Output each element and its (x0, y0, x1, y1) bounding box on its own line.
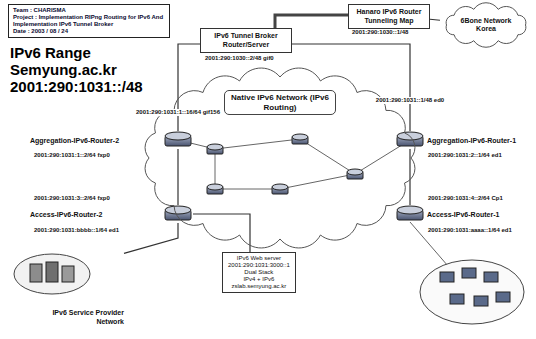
router-top (292, 134, 308, 140)
router-top (397, 206, 423, 214)
small-router (207, 184, 223, 194)
server-icon (30, 264, 42, 282)
link-label-text: 2001:290:1031::1/48 ed0 (374, 97, 446, 104)
small-router (207, 144, 223, 154)
network-link (430, 19, 440, 20)
address-label: 2001:290:1031:2::1/64 ed1 (428, 152, 502, 159)
wire (215, 139, 300, 149)
pc-monitor (484, 272, 498, 282)
pc-monitor (496, 292, 510, 302)
address-text: 2001:290:1031:bbbb::1/64 ed1 (34, 227, 119, 234)
node-text: IPv6 Web server (228, 255, 290, 262)
node-text: Native IPv6 Network (IPv6 Routing) (224, 90, 336, 115)
node-text: Aggregation-IPv6-Router-1 (427, 137, 516, 144)
router-top (272, 184, 288, 190)
router-node: Access-IPv6-Router-1 (397, 205, 527, 223)
network-link (193, 214, 250, 252)
router-node: Aggregation-IPv6-Router-2 (30, 131, 193, 149)
pc-monitor (474, 296, 488, 306)
provider-network: IPv6 Service Provider Network (12, 250, 124, 330)
network-link (275, 15, 348, 28)
node-text: 2001:290:1031:3000::1 (228, 262, 290, 269)
cloud-wires (178, 139, 448, 266)
router-box: Hanaro IPv6 Router Tunneling Map (348, 4, 430, 29)
address-label: 2001:290:1031:3::2/64 fxp0 (34, 195, 110, 202)
router-node: Aggregation-IPv6-Router-1 (397, 131, 527, 149)
router-icon (165, 132, 191, 146)
address-text: 2001:290:1030::1/48 (352, 29, 408, 36)
address-text: 2001:290:1031:aaaa::1/64 ed1 (428, 227, 512, 234)
router-node: Access-IPv6-Router-2 (30, 205, 193, 223)
pc-monitor (462, 268, 476, 278)
network-cloud: 6Bone Network Korea (440, 2, 532, 48)
small-router (347, 169, 363, 179)
server-icon (46, 262, 58, 282)
diagram-title: IPv6 Range Semyung.ac.kr 2001:290:1031::… (10, 44, 162, 95)
router-top (165, 206, 191, 214)
address-label: 2001:290:1031:aaaa::1/64 ed1 (428, 227, 512, 234)
network-link (124, 223, 178, 253)
network-link (177, 149, 178, 205)
link-label: 2001:290:1031:1::16/64 gif156 (134, 109, 222, 116)
pc-monitor (450, 294, 464, 304)
node-text: Access-IPv6-Router-1 (427, 211, 499, 218)
address-text: 2001:290:1030::2/48 gif0 (205, 55, 274, 62)
router-top (207, 184, 223, 190)
node-text: Team : CHARISMA (13, 7, 165, 14)
wire (215, 149, 216, 189)
node-text: Date : 2003 / 08 / 24 (13, 28, 165, 35)
pc-monitor (440, 272, 454, 282)
router-top (347, 169, 363, 175)
server-icon (62, 266, 74, 282)
router-top (207, 144, 223, 150)
project-info-box: Team : CHARISMAProject : Implementation … (8, 4, 170, 38)
title-block: IPv6 Range Semyung.ac.kr 2001:290:1031::… (10, 44, 162, 95)
cloud-outline-path (446, 3, 526, 47)
network-link (178, 44, 200, 131)
address-label: 2001:290:1031:1::2/64 fxp0 (34, 152, 110, 159)
node-text: IPv6 Tunnel Broker Router/Server (204, 32, 288, 49)
network-link (292, 44, 410, 131)
pc-cluster (420, 260, 524, 324)
address-text: 2001:290:1031:1::2/64 fxp0 (34, 152, 110, 159)
wire (215, 189, 280, 190)
address-label: 2001:290:1031:bbbb::1/64 ed1 (34, 227, 119, 234)
node-text: Dual Stack (228, 269, 290, 276)
wire (300, 139, 355, 174)
node-text: Access-IPv6-Router-2 (30, 211, 102, 218)
node-text: IPv6 Service Provider Network (44, 309, 124, 326)
node-text: zslab.semyung.ac.kr (228, 283, 290, 290)
provider-network-icon (14, 254, 90, 294)
router-icon (397, 132, 423, 146)
node-text: 6Bone Network Korea (456, 17, 516, 34)
address-text: 2001:290:1031:2::1/64 ed1 (428, 152, 502, 159)
address-label: 2001:290:1030::2/48 gif0 (205, 55, 274, 62)
web-server-box: IPv6 Web server2001:290:1031:3000::1Dual… (222, 252, 296, 293)
address-label: 2001:290:1030::1/48 (352, 29, 408, 36)
small-router (272, 184, 288, 194)
link-label-text: 2001:290:1031:1::16/64 gif156 (134, 109, 222, 116)
server-box: IPv6 Tunnel Broker Router/Server (200, 28, 292, 53)
node-text: IPv4 + IPv6 (228, 276, 290, 283)
network-link (409, 149, 410, 205)
address-label: 2001:290:1031:4::2/64 Cp1 (428, 195, 503, 202)
network-ellipse (14, 254, 90, 294)
node-text: Project : Implementation RIPng Routing f… (13, 14, 165, 28)
link-label: 2001:290:1031::1/48 ed0 (374, 97, 446, 104)
wire (280, 174, 355, 189)
node-text: Aggregation-IPv6-Router-2 (30, 137, 119, 144)
router-icon (397, 206, 423, 220)
router-top (165, 132, 191, 140)
small-router (292, 134, 308, 144)
node-text: Hanaro IPv6 Router Tunneling Map (352, 8, 426, 25)
address-text: 2001:290:1031:4::2/64 Cp1 (428, 195, 503, 202)
lan-ellipse (420, 260, 524, 324)
cloud-outline-path (145, 68, 415, 248)
network-cloud: Native IPv6 Network (IPv6 Routing) (138, 66, 422, 250)
address-text: 2001:290:1031:3::2/64 fxp0 (34, 195, 110, 202)
